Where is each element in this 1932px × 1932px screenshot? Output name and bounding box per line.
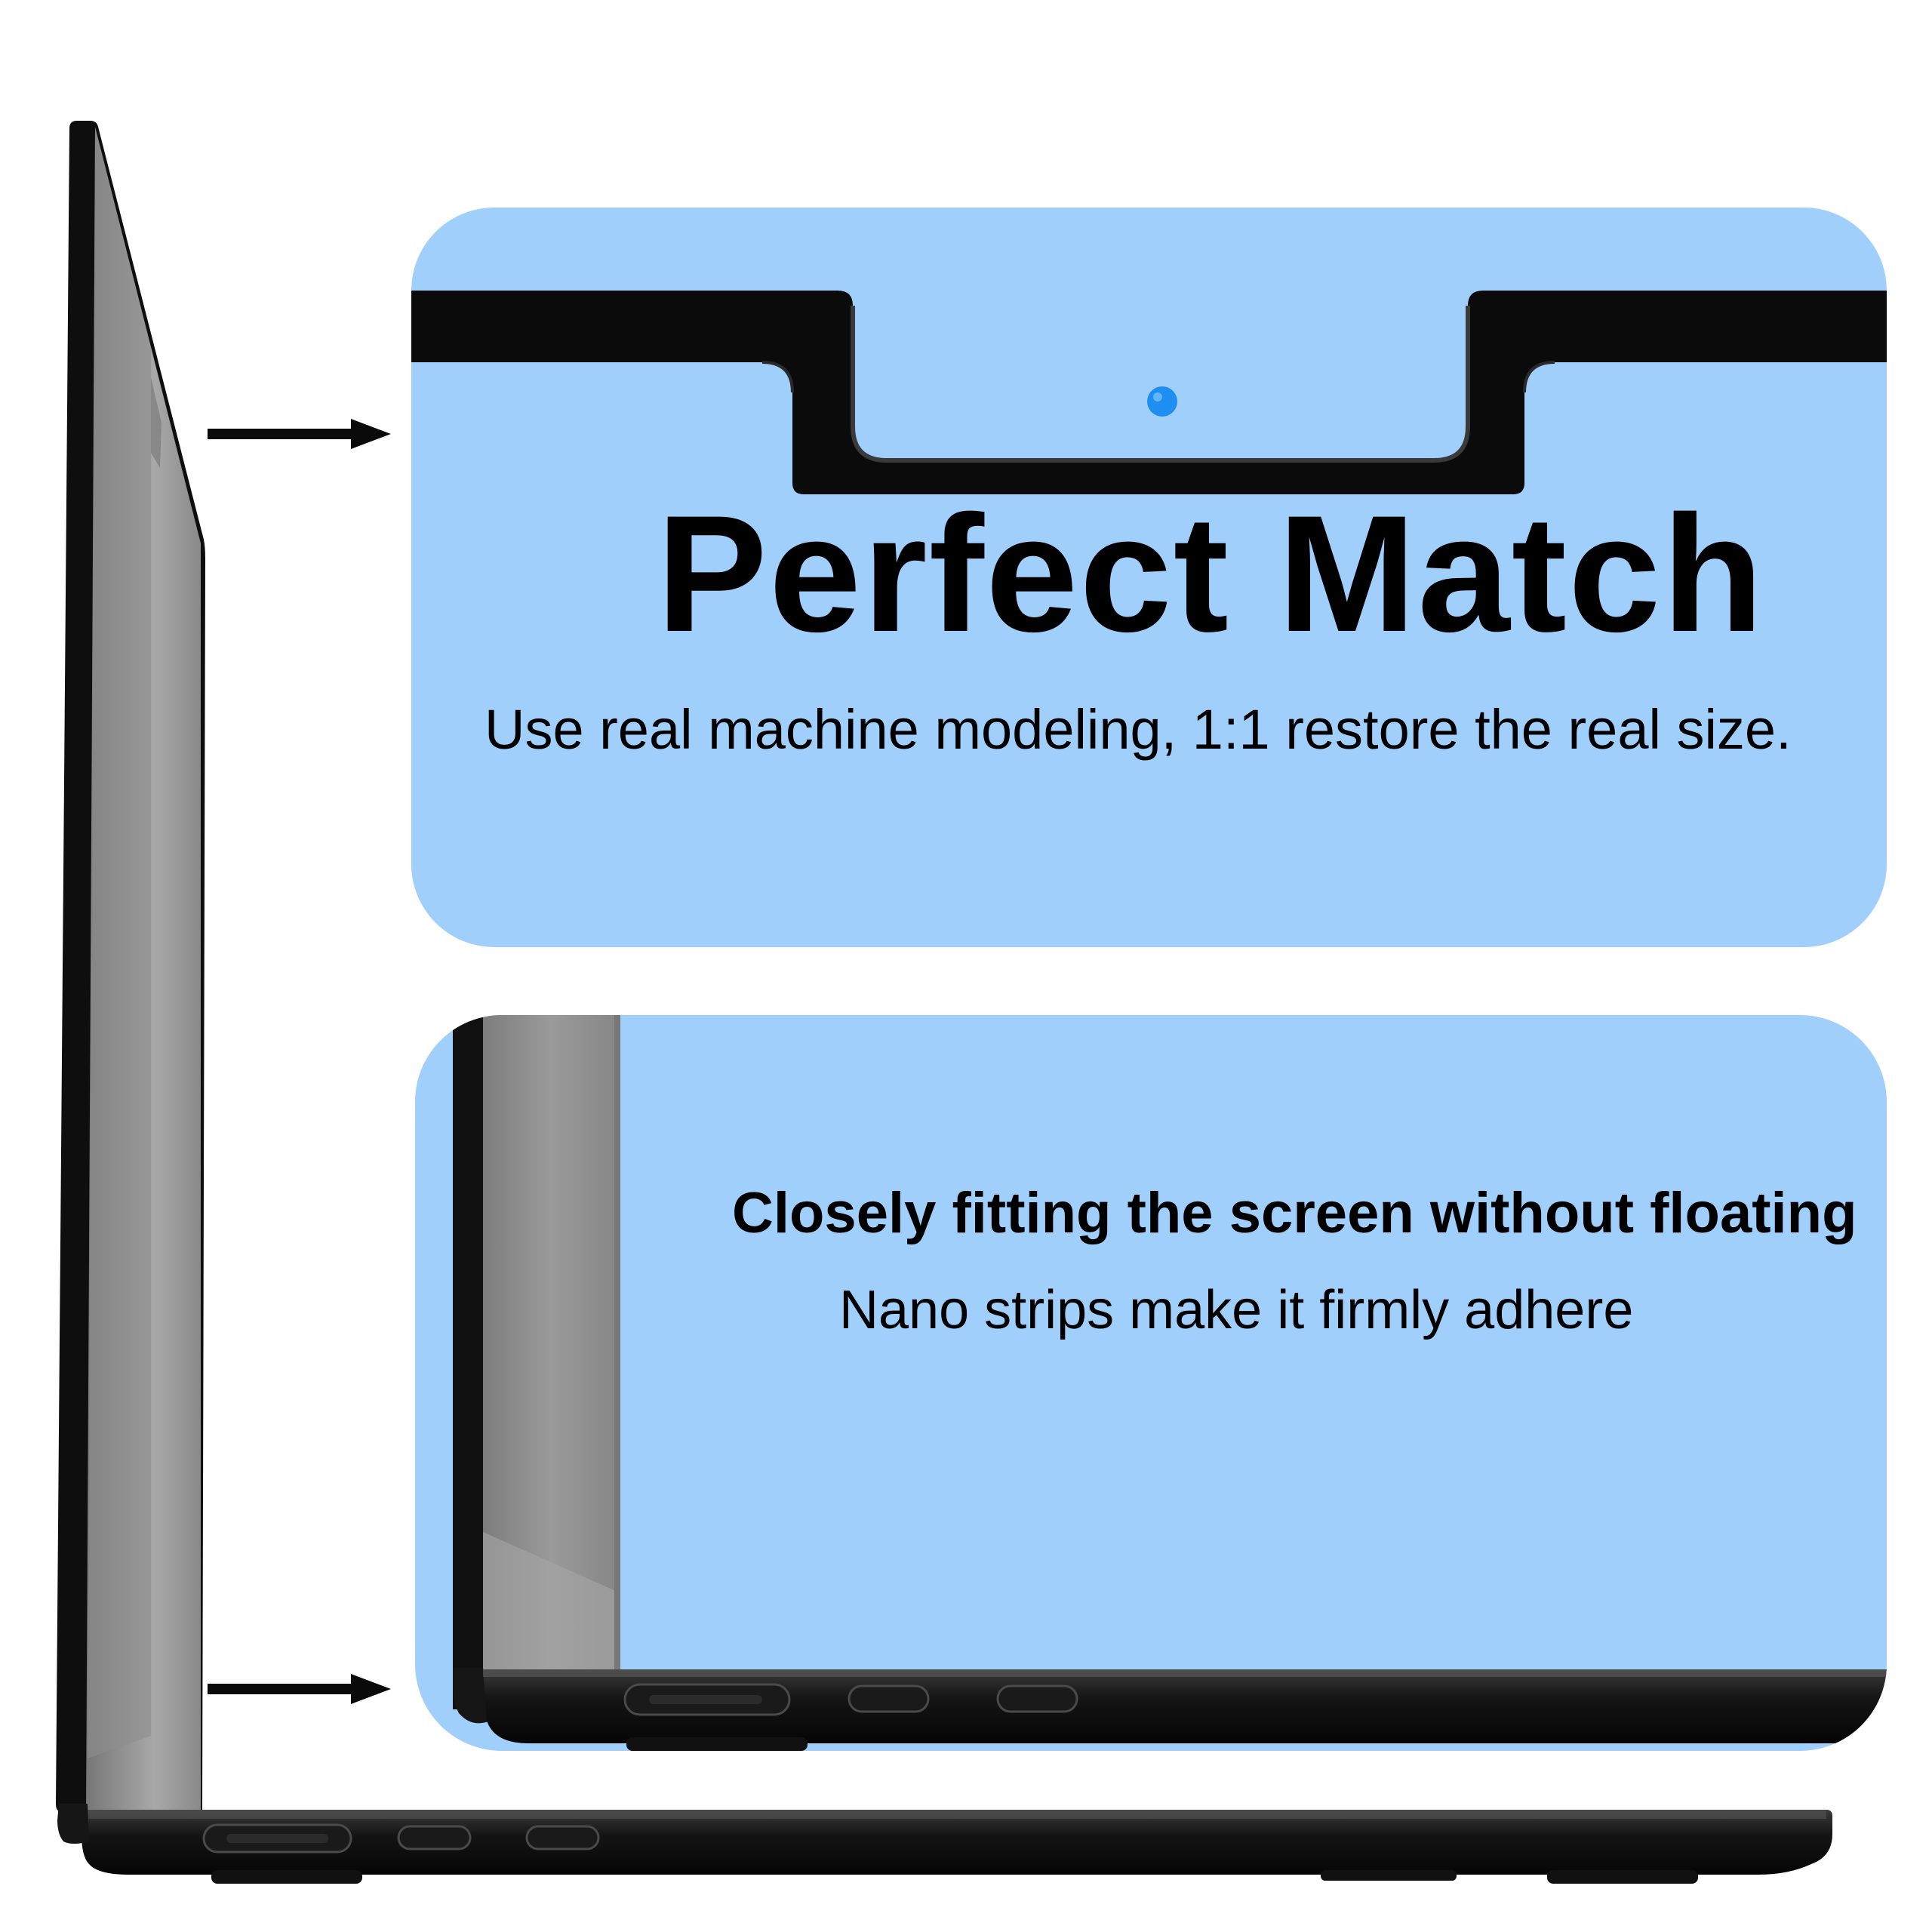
bottom-panel-subtext: Nano strips make it firmly adhere [839,1280,1634,1340]
laptop-side-view [56,121,1832,1884]
camera-icon [1147,386,1177,417]
arrow-bottom [208,1674,391,1704]
top-panel-subtitle: Use real machine modeling, 1:1 restore t… [485,698,1792,761]
top-panel-title: Perfect Match [657,481,1765,666]
top-panel [411,208,1887,947]
bottom-panel-headline: Closely fitting the screen without float… [732,1181,1857,1245]
bottom-panel [415,1015,1887,1751]
arrow-top [208,419,391,449]
